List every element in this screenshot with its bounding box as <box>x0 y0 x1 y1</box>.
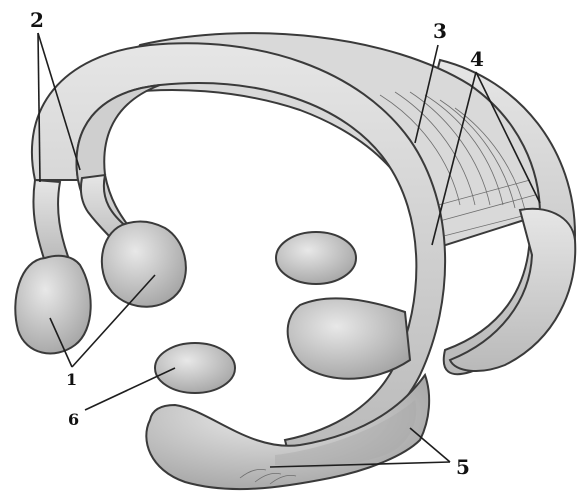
leader-5b <box>410 428 450 462</box>
left-outer-stalk <box>33 180 70 262</box>
label-4: 4 <box>470 47 484 71</box>
left-bulb <box>15 256 90 354</box>
label-6: 6 <box>68 410 79 429</box>
label-5: 5 <box>456 455 470 479</box>
inner-bulb <box>102 222 186 307</box>
center-oval <box>276 232 356 284</box>
middle-right-body <box>288 298 410 378</box>
small-oval <box>155 343 235 393</box>
label-3: 3 <box>433 19 447 43</box>
label-1: 1 <box>66 370 77 389</box>
leader-6 <box>85 368 175 410</box>
label-2: 2 <box>30 8 44 32</box>
